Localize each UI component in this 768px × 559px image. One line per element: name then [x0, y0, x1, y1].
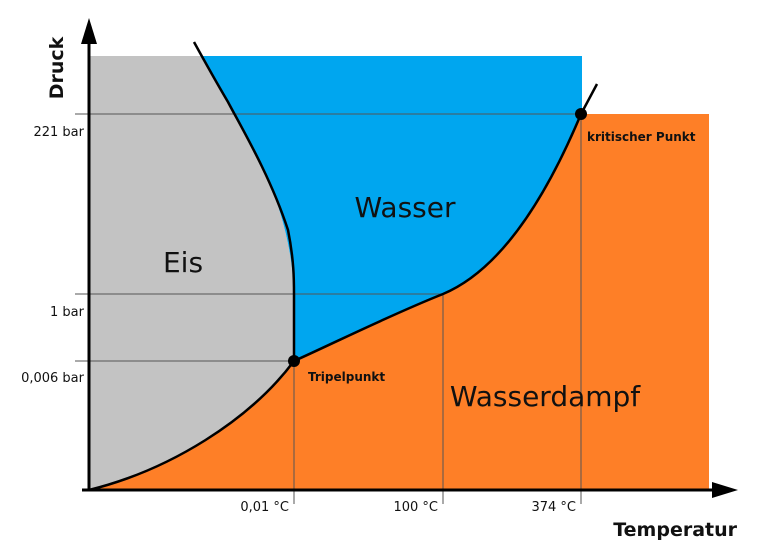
- x-tick-001c: 0,01 °C: [240, 500, 289, 515]
- y-tick-0006bar: 0,006 bar: [21, 371, 85, 386]
- triple-point-marker: [288, 355, 300, 367]
- sublimation-curve: [88, 360, 296, 492]
- x-tick-374c: 374 °C: [531, 500, 576, 515]
- phase-curves: [88, 41, 599, 492]
- region-label-ice: Eis: [163, 246, 203, 279]
- vapor-region: [89, 114, 709, 490]
- ice-region: [89, 56, 294, 490]
- melting-curve: [192, 41, 296, 361]
- triple-point-label: Tripelpunkt: [308, 370, 385, 384]
- critical-point-label: kritischer Punkt: [587, 130, 696, 144]
- x-axis-title: Temperatur: [613, 519, 737, 541]
- vaporization-curve: [293, 83, 599, 363]
- y-axis-title: Druck: [46, 36, 68, 99]
- region-label-vapor: Wasserdampf: [450, 380, 641, 413]
- water-region: [201, 56, 582, 361]
- x-axis-arrow-icon: [712, 482, 738, 498]
- guide-lines: [75, 113, 582, 504]
- x-tick-100c: 100 °C: [393, 500, 438, 515]
- y-tick-1bar: 1 bar: [50, 305, 85, 320]
- y-axis-arrow-icon: [81, 18, 97, 44]
- critical-point-marker: [575, 108, 587, 120]
- y-tick-221bar: 221 bar: [33, 125, 84, 140]
- region-label-water: Wasser: [355, 191, 456, 224]
